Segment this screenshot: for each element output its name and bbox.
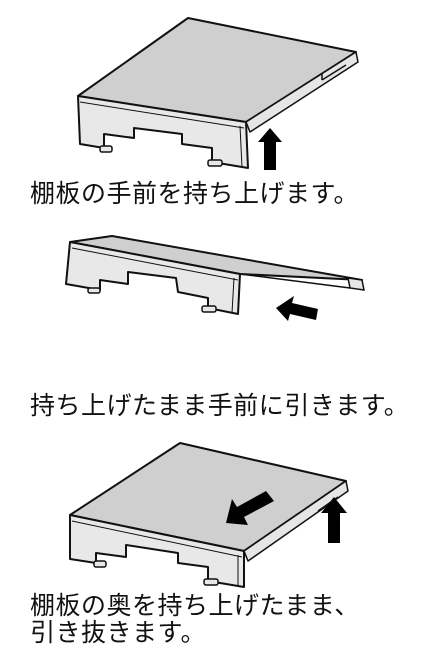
arrow-left-icon [276, 296, 318, 321]
step3-caption-line2: 引き抜きます。 [30, 618, 207, 647]
step2-caption: 持ち上げたまま手前に引きます。 [30, 391, 410, 420]
step3-caption-line1: 棚板の奥を持ち上げたまま、 [30, 591, 360, 620]
step3-caption: 棚板の奥を持ち上げたまま、 引き抜きます。 [30, 592, 360, 646]
step2-illustration [0, 232, 445, 332]
step1-illustration [0, 10, 445, 170]
shelf-rail [245, 51, 359, 133]
step1-caption: 棚板の手前を持ち上げます。 [30, 179, 360, 208]
step3-illustration [0, 435, 445, 590]
shelf-tilted-front-lift [77, 17, 359, 170]
arrow-diagonal-icon [226, 491, 274, 525]
shelf-flat-pull-out [69, 442, 349, 588]
shelf-tilted-pull-forward [65, 235, 365, 321]
arrow-up-icon [321, 497, 347, 543]
arrow-up-icon [258, 128, 282, 170]
